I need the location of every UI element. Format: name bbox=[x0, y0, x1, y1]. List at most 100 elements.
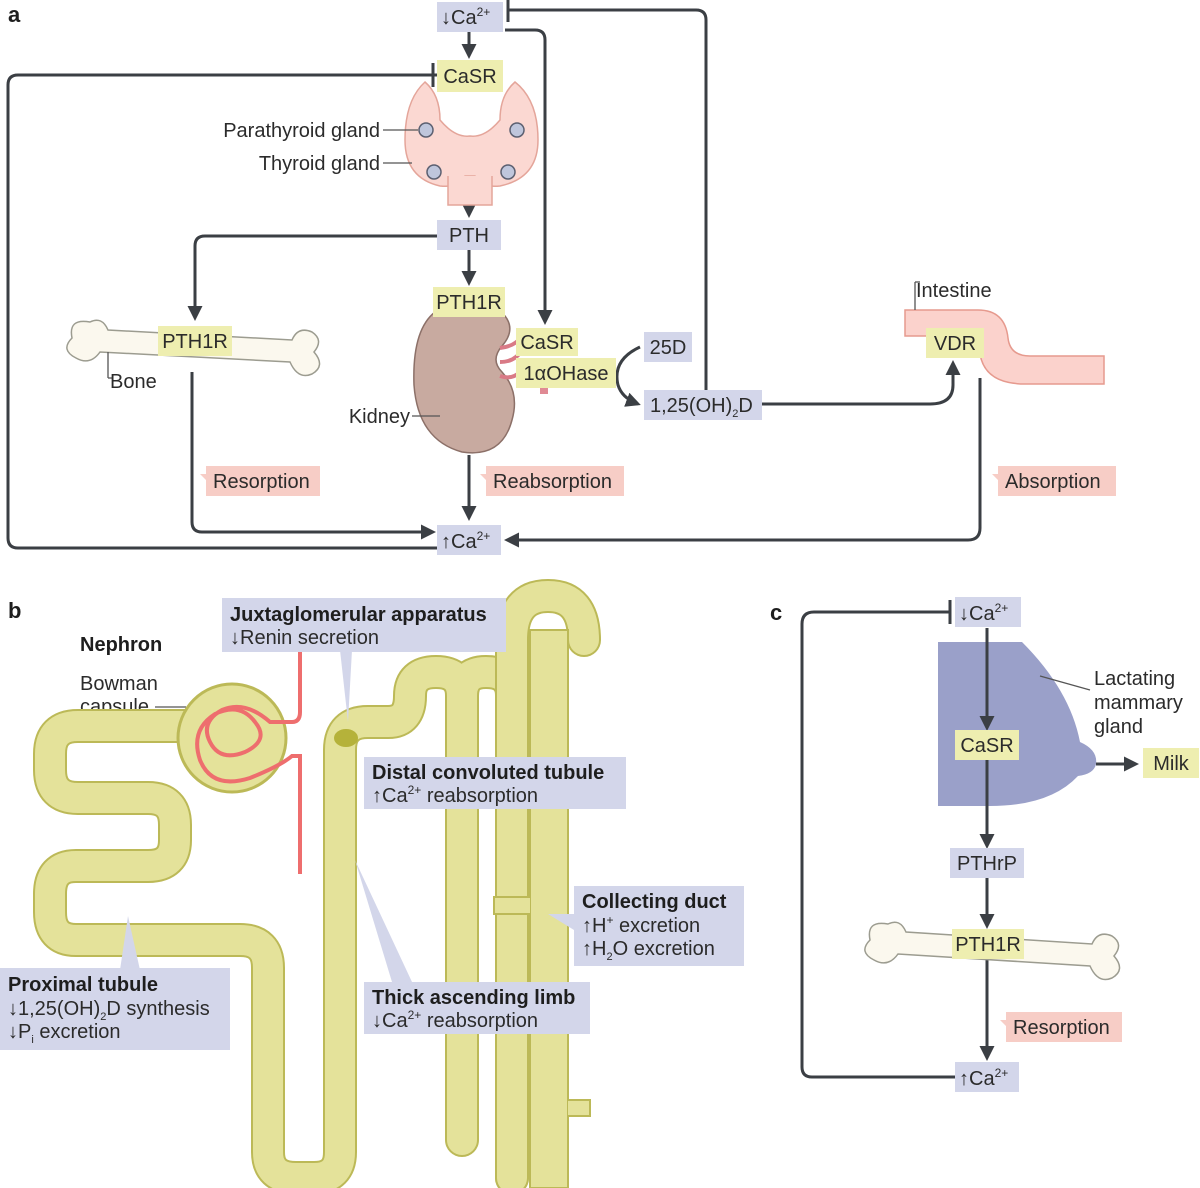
ca-high-label-c: ↑Ca2+ bbox=[959, 1066, 1008, 1090]
tal-title: Thick ascending limb bbox=[372, 987, 575, 1009]
thyroid-gland-illustration bbox=[404, 80, 539, 206]
panel-a: a Parathyroid gland Thyroid gland bbox=[6, 0, 1116, 555]
pth1r-bone-label: PTH1R bbox=[162, 331, 228, 353]
pth1r-label-c: PTH1R bbox=[955, 934, 1021, 956]
pt-title: Proximal tubule bbox=[8, 974, 158, 996]
cd-pointer bbox=[548, 914, 574, 930]
milk-box bbox=[1143, 748, 1199, 778]
parathyroid-nodule bbox=[509, 122, 525, 138]
pt-pointer bbox=[120, 916, 140, 970]
pt-box bbox=[0, 968, 230, 1050]
nephron-title: Nephron bbox=[80, 634, 162, 656]
vdr-label: VDR bbox=[934, 333, 976, 355]
mammary-gland bbox=[938, 642, 1097, 806]
feedback-line-calcitriol bbox=[508, 8, 708, 390]
pth-label: PTH bbox=[449, 225, 489, 247]
ca-low-label-a: ↓Ca2+ bbox=[441, 5, 490, 29]
collecting-duct bbox=[529, 629, 569, 1188]
resorption-tag-a bbox=[200, 466, 320, 496]
feedback-line-casr bbox=[6, 73, 437, 550]
casr-kidney-label: CaSR bbox=[520, 332, 573, 354]
pt-text-2: ↓Pi excretion bbox=[8, 1021, 121, 1046]
milk-label: Milk bbox=[1153, 753, 1190, 775]
casr-box-top bbox=[437, 60, 503, 92]
calcitriol-label: 1,25(OH)2D bbox=[650, 395, 753, 420]
jga-text: ↓Renin secretion bbox=[230, 627, 379, 649]
pth1r-bone-box bbox=[158, 326, 232, 356]
vdr-box bbox=[926, 328, 984, 358]
ca-low-box-a bbox=[437, 2, 503, 32]
pthrp-box bbox=[950, 848, 1024, 878]
arrow-calcitriol-to-vdr bbox=[762, 360, 961, 406]
ca-high-label-a: ↑Ca2+ bbox=[441, 529, 490, 553]
pthrp-label: PTHrP bbox=[957, 853, 1017, 875]
reabsorption-label: Reabsorption bbox=[493, 471, 612, 493]
nephron-tubule bbox=[33, 578, 601, 1188]
casr-label-c: CaSR bbox=[960, 735, 1013, 757]
arrow-ca-to-kidney-casr bbox=[505, 28, 553, 325]
panel-c-letter: c bbox=[770, 600, 782, 625]
absorption-label: Absorption bbox=[1005, 471, 1101, 493]
jga-box bbox=[222, 598, 506, 652]
pth1r-box-c bbox=[952, 929, 1024, 959]
d25-box bbox=[644, 332, 692, 362]
intestine-label: Intestine bbox=[916, 280, 992, 302]
panel-c: c Lactating mammary gland ↓Ca2+ CaSR Mil… bbox=[770, 597, 1199, 1092]
parathyroid-nodule bbox=[418, 122, 434, 138]
tal-text: ↓Ca2+ reabsorption bbox=[372, 1008, 538, 1032]
bowman-label-line1: Bowman bbox=[80, 673, 158, 695]
resorption-label-c: Resorption bbox=[1013, 1017, 1110, 1039]
pth1r-kidney-label: PTH1R bbox=[436, 292, 502, 314]
dct-title: Distal convoluted tubule bbox=[372, 762, 604, 784]
panel-b: b Nephron Bowman capsule Juxtaglomerular… bbox=[0, 578, 744, 1188]
collecting-branch-left bbox=[493, 896, 530, 915]
casr-label-top: CaSR bbox=[443, 66, 496, 88]
onealpha-label: 1αOHase bbox=[524, 363, 609, 385]
casr-box-c bbox=[955, 730, 1019, 760]
tal-box bbox=[364, 982, 590, 1034]
ca-high-box-a bbox=[437, 525, 501, 555]
thyroid-label: Thyroid gland bbox=[259, 153, 380, 175]
arrow-intestine-to-ca bbox=[504, 378, 982, 548]
dct-text: ↑Ca2+ reabsorption bbox=[372, 783, 538, 807]
resorption-label-a: Resorption bbox=[213, 471, 310, 493]
reabsorption-tag bbox=[480, 466, 624, 496]
cd-text-1: ↑H+ excretion bbox=[582, 913, 700, 937]
cd-text-2: ↑H2O excretion bbox=[582, 938, 715, 963]
jga-pointer bbox=[340, 650, 352, 722]
panel-a-letter: a bbox=[8, 2, 21, 27]
tal-pointer bbox=[355, 860, 412, 982]
collecting-branch-right bbox=[568, 1099, 591, 1117]
ca-low-box-c bbox=[955, 597, 1021, 627]
glomerulus bbox=[176, 640, 302, 874]
jga-title: Juxtaglomerular apparatus bbox=[230, 604, 487, 626]
pth1r-kidney-box bbox=[433, 287, 505, 317]
absorption-tag bbox=[992, 466, 1116, 496]
pt-text-1: ↓1,25(OH)2D synthesis bbox=[8, 998, 210, 1023]
cd-title: Collecting duct bbox=[582, 891, 727, 913]
gland-leader bbox=[1039, 675, 1091, 691]
parathyroid-nodule bbox=[426, 164, 442, 180]
kidney-label: Kidney bbox=[349, 406, 410, 428]
panel-b-letter: b bbox=[8, 598, 21, 623]
parathyroid-nodule bbox=[500, 164, 516, 180]
casr-kidney-box bbox=[516, 328, 578, 356]
onealpha-box bbox=[516, 358, 616, 388]
bowman-capsule bbox=[176, 682, 288, 794]
bone-label: Bone bbox=[110, 371, 157, 393]
arrow-pth-to-bone bbox=[187, 234, 437, 321]
ca-low-label-c: ↓Ca2+ bbox=[959, 601, 1008, 625]
gland-label-3: gland bbox=[1094, 716, 1143, 738]
ca-high-box-c bbox=[955, 1062, 1019, 1092]
dct-box bbox=[364, 757, 626, 809]
arrow-25d-to-calcitriol bbox=[615, 345, 641, 407]
resorption-tag-c bbox=[1000, 1012, 1122, 1042]
gland-label-2: mammary bbox=[1094, 692, 1183, 714]
cd-box bbox=[574, 886, 744, 966]
macula-densa bbox=[334, 729, 358, 747]
parathyroid-label: Parathyroid gland bbox=[223, 120, 380, 142]
arrow-bone-to-ca bbox=[190, 372, 436, 540]
feedback-line-c bbox=[800, 610, 955, 1079]
calcitriol-box bbox=[644, 390, 762, 420]
